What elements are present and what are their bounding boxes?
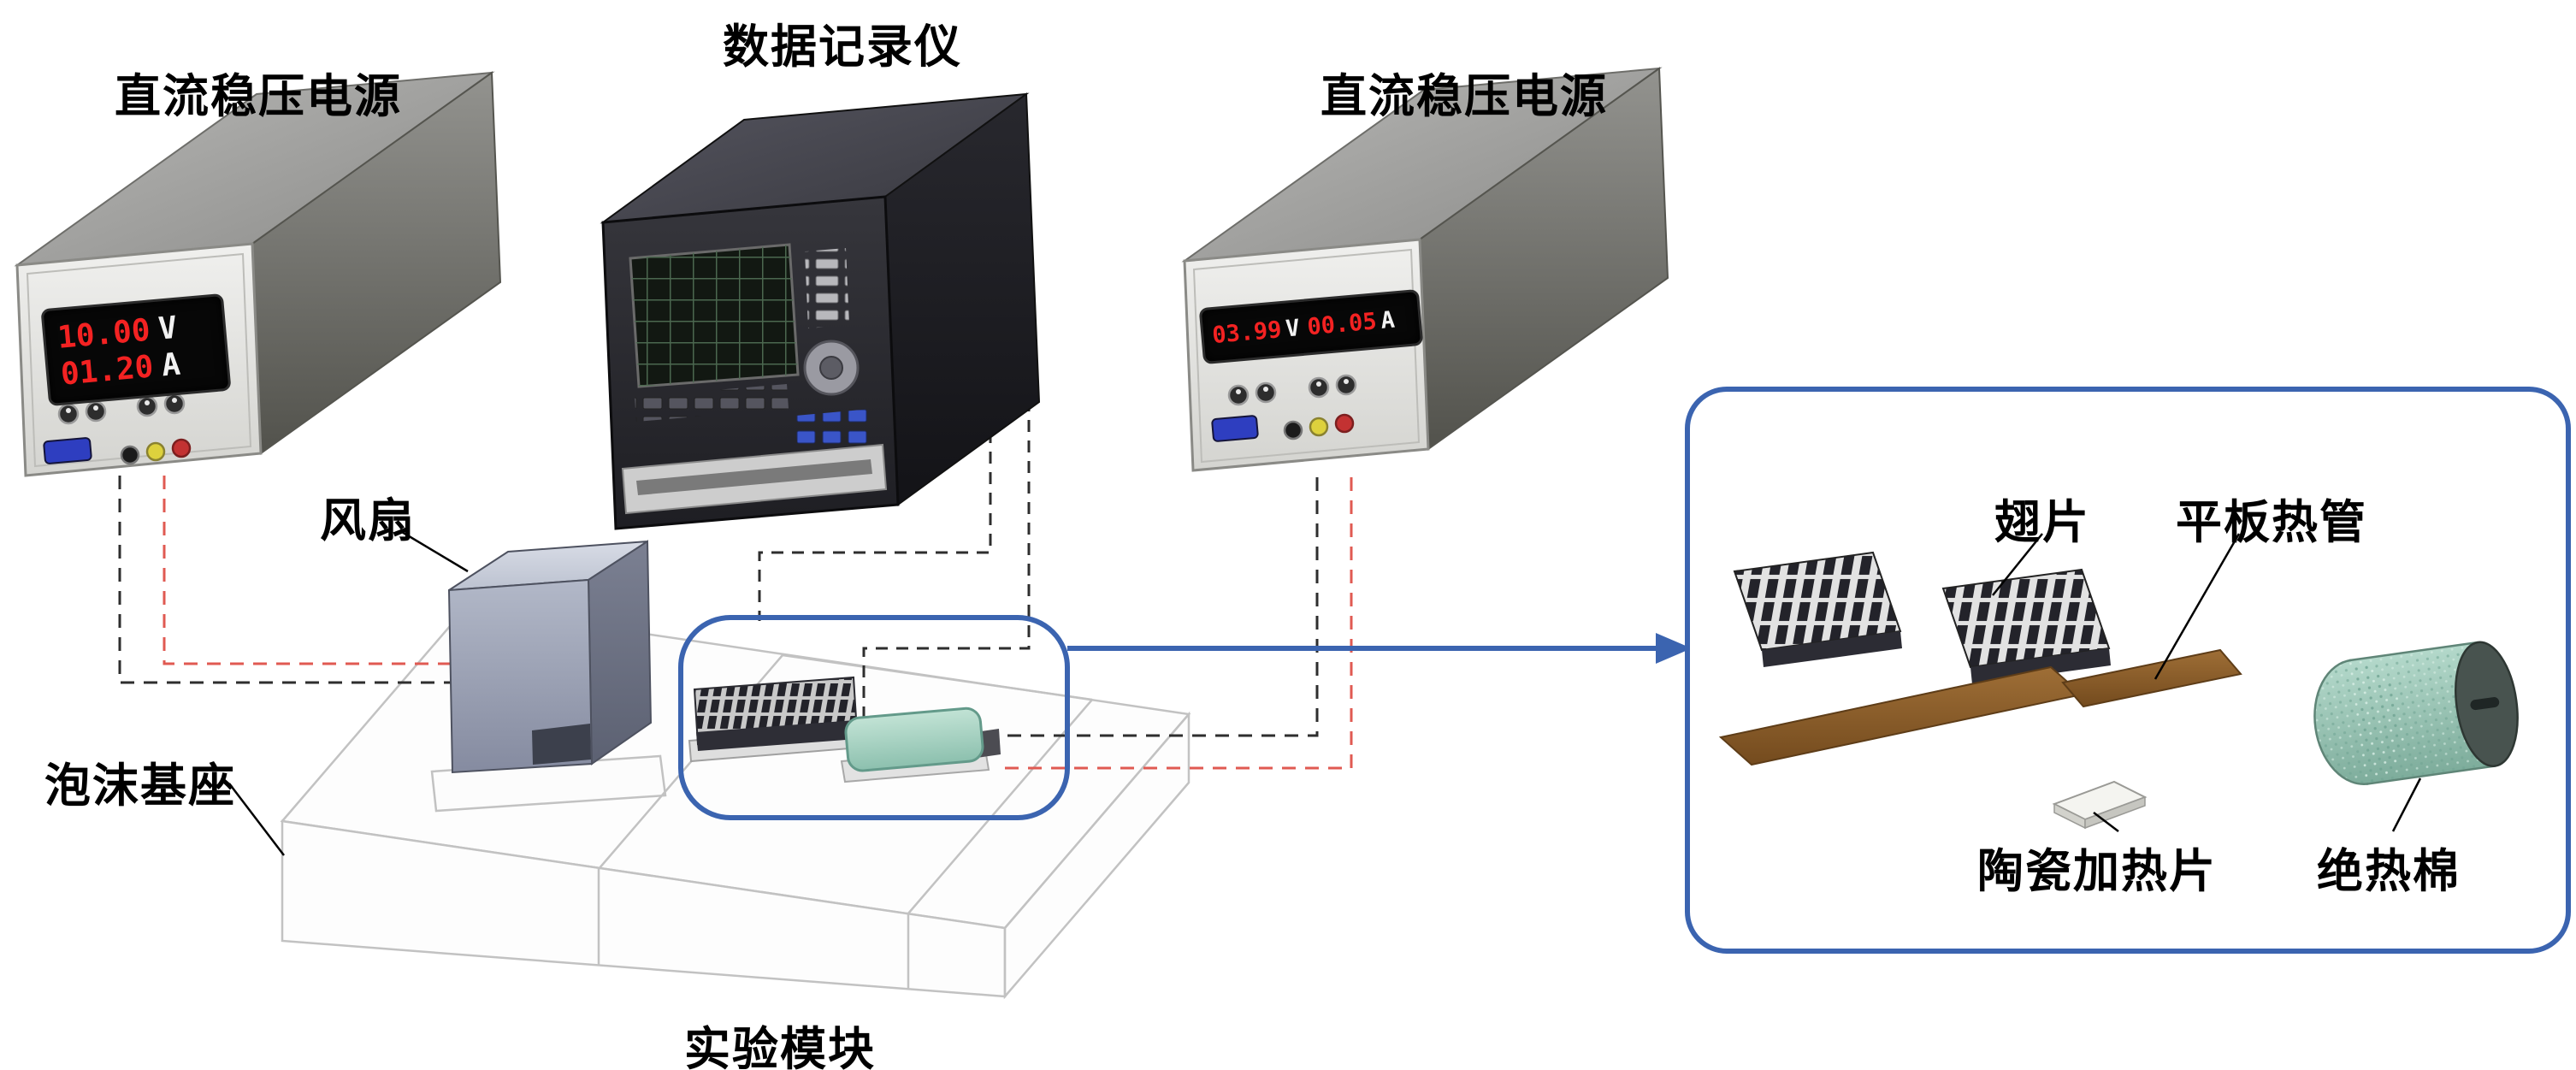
panel-leader-lines (1992, 533, 2422, 832)
label-flat-heat-pipe: 平板热管 (2176, 497, 2367, 548)
fan-vent (532, 724, 591, 765)
psu-left-device (14, 71, 502, 477)
scene-module (688, 676, 1001, 783)
label-fin: 翅片 (1994, 497, 2090, 548)
scene-heatsink-base (696, 720, 857, 751)
foam-leader-line (228, 783, 285, 856)
insulation-cotton-slot (2470, 697, 2500, 711)
label-psu-left: 直流稳压电源 (115, 71, 402, 122)
psu-left-power-button (43, 437, 92, 464)
logger-screen-grid (630, 245, 798, 387)
psu-right-voltage-value: 03.99 (1211, 316, 1283, 349)
detail-panel (1685, 387, 2571, 954)
psu-left-voltage-unit: V (157, 310, 179, 347)
wire-black-left-psu (118, 476, 451, 684)
psu-right-knobs (1227, 374, 1357, 406)
wire-black-right-psu (996, 477, 1319, 737)
wire-red-left-psu (162, 476, 451, 665)
logger-softkeys (805, 248, 849, 328)
fin-leader-line (1992, 533, 2043, 596)
cotton-leader-line (2391, 777, 2422, 832)
logger-button-row (635, 384, 789, 422)
psu-left-bezel (26, 252, 252, 468)
ceramic-leader-line (2093, 812, 2119, 832)
fan-front-face (447, 578, 594, 774)
fan-leader-line (401, 530, 469, 573)
ceramic-heater-side-right (2084, 795, 2146, 830)
insulation-cotton-cylinder (2313, 641, 2519, 786)
wire-red-right-psu (1002, 477, 1353, 770)
data-logger-device (600, 92, 1041, 530)
psu-left-current-unit: A (160, 346, 182, 384)
label-data-logger: 数据记录仪 (723, 21, 962, 73)
label-experiment-module: 实验模块 (684, 1024, 876, 1070)
psu-right-power-button (1211, 415, 1259, 442)
psu-left-knobs (57, 393, 186, 425)
logger-slot-gap (636, 459, 872, 495)
psu-left-terminals (120, 438, 192, 465)
psu-right-terminals (1283, 413, 1355, 440)
scene-heat-pipe-module (844, 706, 984, 772)
psu-right-current-unit: A (1380, 306, 1397, 334)
label-insulation-cotton: 绝热棉 (2317, 846, 2461, 897)
zoom-arrow-head (1656, 633, 1692, 664)
module-highlight-box (678, 615, 1070, 820)
label-psu-right: 直流稳压电源 (1320, 71, 1608, 122)
panel-heatsink-b-base (1970, 648, 2111, 684)
label-foam-base: 泡沫基座 (44, 760, 236, 812)
fan-device (447, 540, 653, 774)
flat-heat-pipe-extension (2061, 648, 2242, 708)
heat-pipe-leader-line (2154, 533, 2241, 680)
label-fan: 风扇 (320, 495, 416, 547)
label-ceramic-heater: 陶瓷加热片 (1977, 846, 2217, 897)
psu-right-device (1181, 67, 1669, 472)
foam-base-right-face (1003, 711, 1191, 1000)
psu-left-current-value: 01.20 (59, 349, 155, 393)
psu-right-current-value: 00.05 (1306, 307, 1378, 340)
psu-right-bezel (1192, 248, 1421, 464)
scene-leader-lines (228, 530, 469, 856)
panel-heatsink-a-base (1762, 631, 1902, 667)
psu-right-voltage-unit: V (1285, 314, 1301, 343)
